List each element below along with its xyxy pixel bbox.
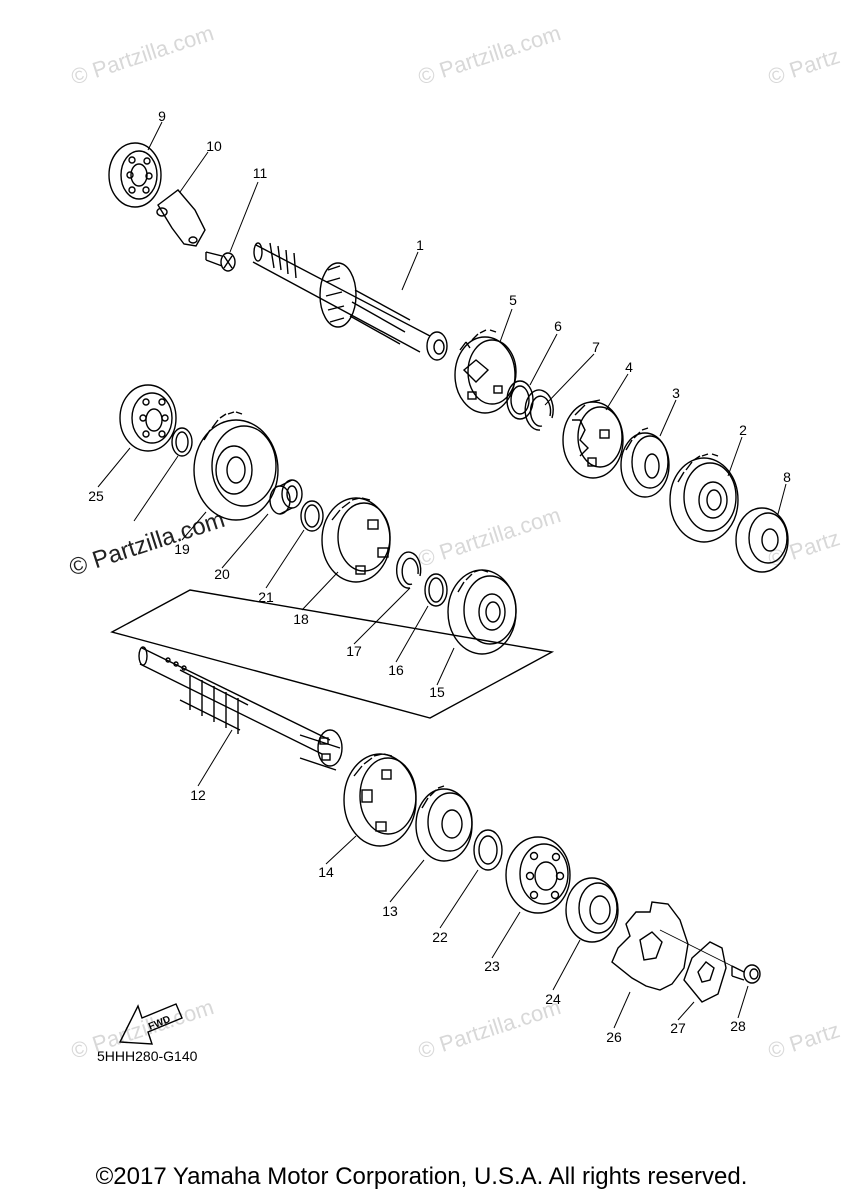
part-10-plate[interactable] [156,189,206,247]
callout-18: 18 [293,611,309,627]
leader-lines [97,121,787,1029]
fwd-label: FWD [147,1014,172,1033]
callout-19: 19 [174,541,190,557]
fwd-arrow-icon [118,1003,183,1045]
callout-26: 26 [606,1029,622,1045]
callout-6: 6 [554,318,562,334]
part-1-main-axle[interactable] [252,242,448,361]
part-4-gear[interactable] [562,399,624,479]
part-5-gear[interactable] [454,329,517,414]
callout-25: 25 [88,488,104,504]
callout-22: 22 [432,929,448,945]
part-2-gear[interactable] [669,453,739,543]
part-13-gear[interactable] [415,785,473,862]
part-18-gear[interactable] [321,497,391,583]
callout-27: 27 [670,1020,686,1036]
callout-23: 23 [484,958,500,974]
copyright-footer: ©2017 Yamaha Motor Corporation, U.S.A. A… [95,1163,748,1190]
part-19-gear[interactable] [193,411,279,521]
part-14-gear[interactable] [343,753,417,847]
callout-13: 13 [382,903,398,919]
callout-28: 28 [730,1018,746,1034]
callout-4: 4 [625,359,633,375]
callout-12: 12 [190,787,206,803]
part-21-washer[interactable] [300,500,324,532]
part-27-lock-washer[interactable] [683,941,727,1003]
callout-1: 1 [416,237,424,253]
part-7-circlip[interactable] [524,389,554,431]
part-28-bolt[interactable] [731,964,761,984]
callout-15: 15 [429,684,445,700]
callout-8: 8 [783,469,791,485]
callout-24: 24 [545,991,561,1007]
callout-21: 21 [258,589,274,605]
part-24-oil-seal[interactable] [565,877,619,943]
part-26-sprocket[interactable] [611,901,741,991]
part-6-washer[interactable] [506,380,534,420]
part-9-bearing[interactable] [108,142,162,208]
part-23-bearing[interactable] [505,836,571,914]
callout-9: 9 [158,108,166,124]
part-12-drive-axle[interactable] [138,646,343,771]
callout-11: 11 [252,165,268,181]
callout-20: 20 [214,566,230,582]
part-20-bushing[interactable] [269,479,303,515]
callout-17: 17 [346,643,362,659]
callout-2: 2 [739,422,747,438]
callout-10: 10 [206,138,222,154]
part-8-bearing[interactable] [735,507,789,573]
part-washer[interactable] [171,427,193,457]
part-22-washer[interactable] [473,829,503,871]
part-11-screw[interactable] [205,251,236,272]
part-16-washer[interactable] [424,573,448,607]
callout-3: 3 [672,385,680,401]
callout-14: 14 [318,864,334,880]
part-25-bearing[interactable] [119,384,177,452]
diagram-code: 5HHH280-G140 [97,1048,198,1064]
callout-5: 5 [509,292,517,308]
callout-7: 7 [592,339,600,355]
assembly-outline [110,589,555,719]
callout-16: 16 [388,662,404,678]
part-15-gear[interactable] [447,569,517,655]
part-17-circlip[interactable] [395,551,422,589]
part-3-gear[interactable] [620,427,670,498]
